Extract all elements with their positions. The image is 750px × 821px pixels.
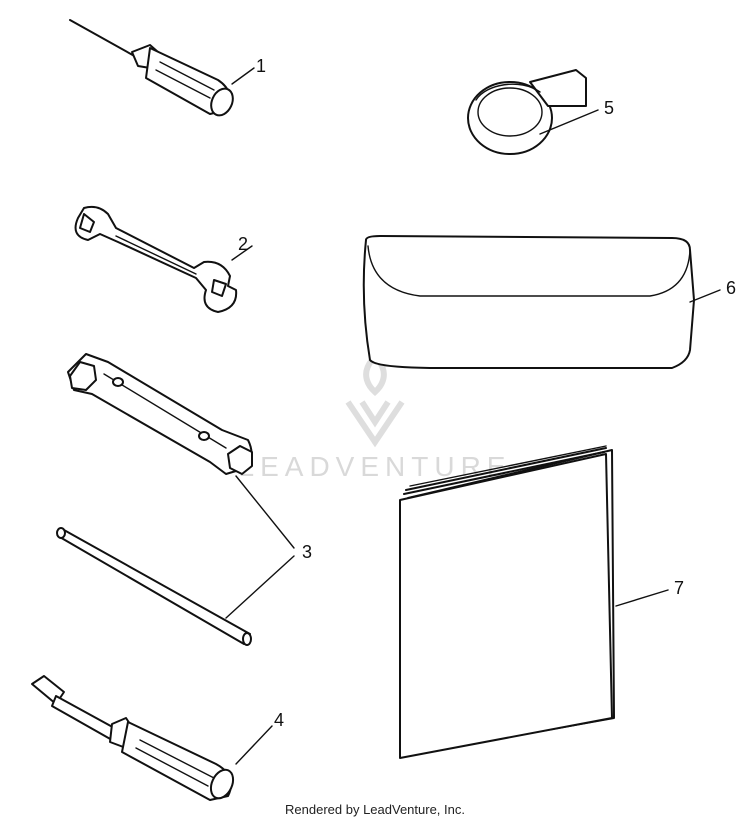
part-6-tool-pouch: 6	[362, 235, 736, 369]
part-3-tube-wrench	[67, 353, 253, 475]
callout-5: 5	[604, 98, 614, 118]
watermark: LEADVENTURE	[239, 358, 512, 482]
callout-6: 6	[726, 278, 736, 298]
callout-4: 4	[274, 710, 284, 730]
part-2-wrench: 2	[74, 205, 253, 313]
callout-7: 7	[674, 578, 684, 598]
part-5-strap: 5	[467, 69, 614, 155]
watermark-text: LEADVENTURE	[239, 451, 512, 482]
callout-1: 1	[256, 56, 266, 76]
part-3-tommy-bar	[56, 527, 252, 646]
watermark-logo	[345, 358, 405, 448]
part-1-screwdriver: 1	[69, 19, 266, 117]
part-7-manual: 7	[399, 445, 684, 759]
callout-2: 2	[238, 234, 248, 254]
footer-credit: Rendered by LeadVenture, Inc.	[285, 802, 465, 817]
callout-3: 3	[302, 542, 312, 562]
part-3-leaders: 3	[225, 475, 312, 619]
part-4-screwdriver: 4	[31, 675, 284, 801]
